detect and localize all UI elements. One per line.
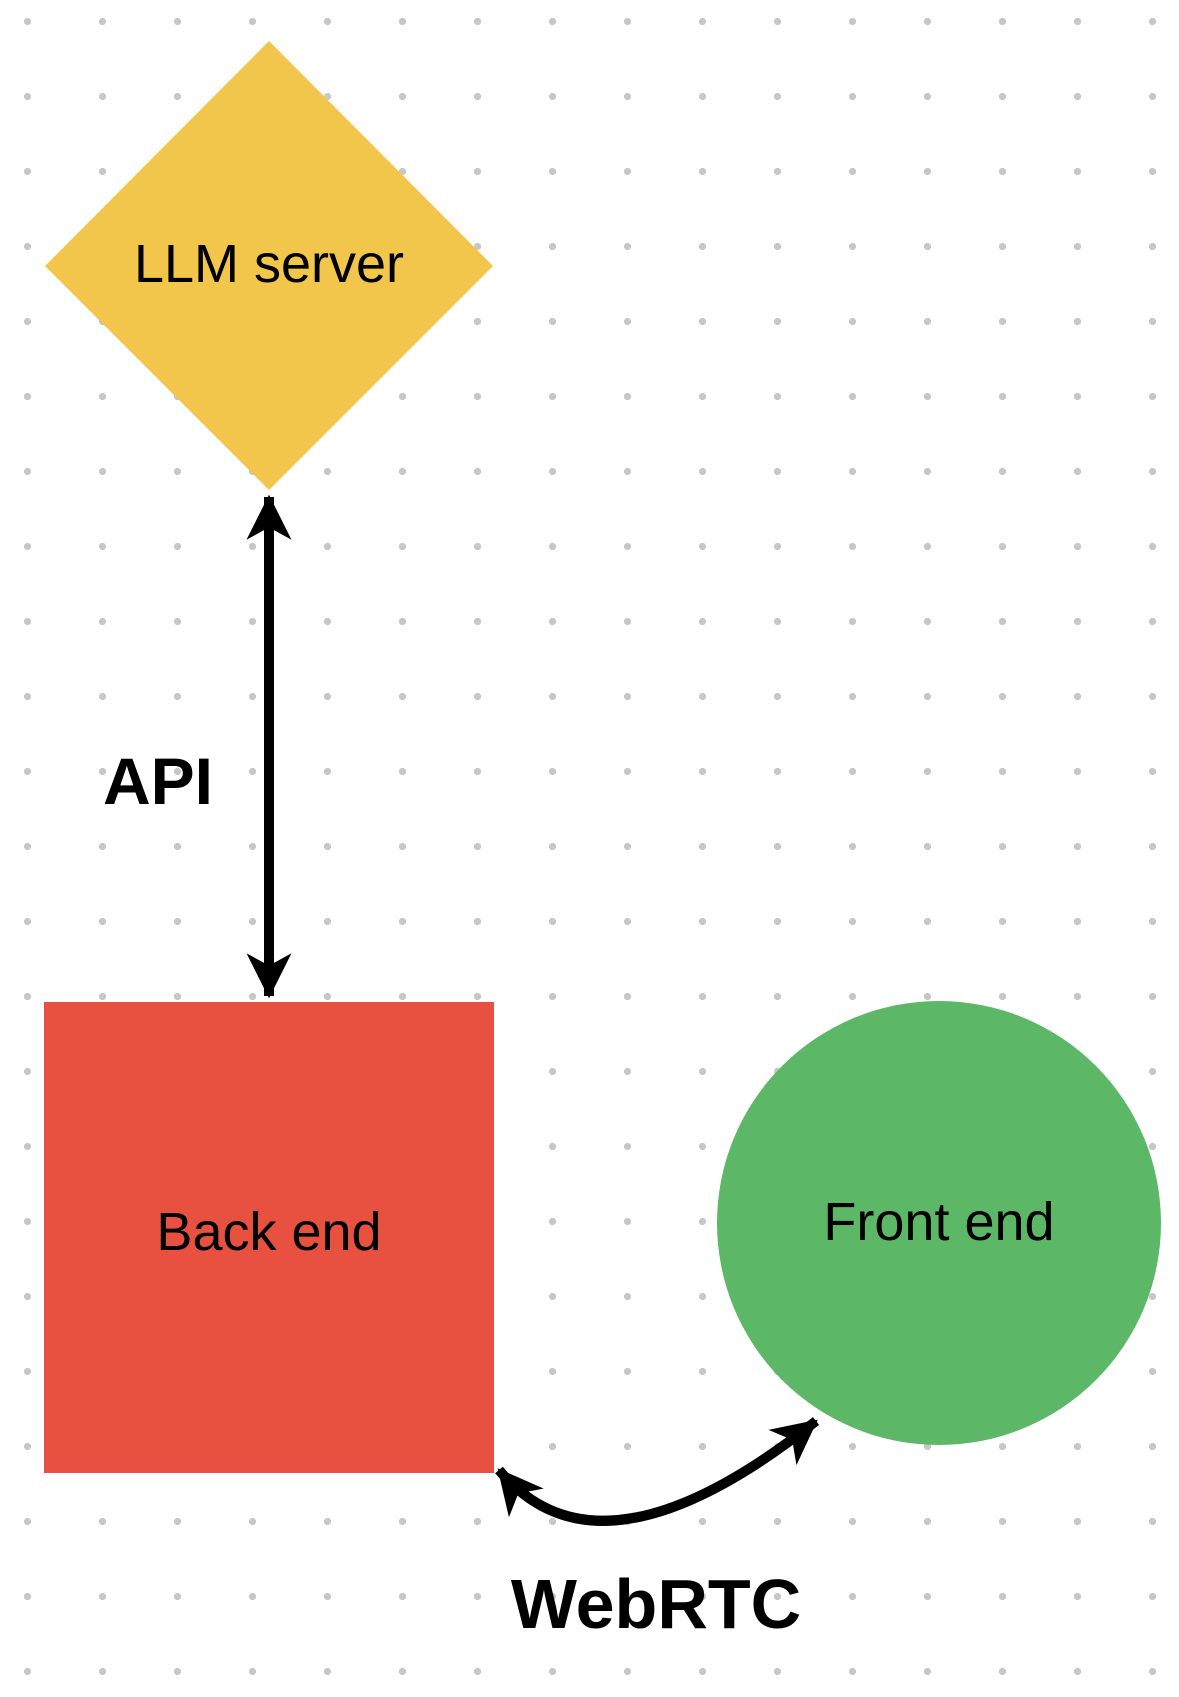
api-edge-label: API xyxy=(102,744,214,818)
front-end-node-circle[interactable] xyxy=(717,1001,1161,1445)
back-end-node-label: Back end xyxy=(156,1202,382,1262)
llm-server-node-label: LLM server xyxy=(133,234,405,294)
llm-server-node-diamond[interactable] xyxy=(45,41,493,490)
back-end-node-square[interactable] xyxy=(44,1002,494,1473)
webrtc-edge-arrow[interactable] xyxy=(495,1417,820,1526)
front-end-node-label: Front end xyxy=(823,1192,1055,1252)
webrtc-edge-label: WebRTC xyxy=(510,1565,802,1643)
